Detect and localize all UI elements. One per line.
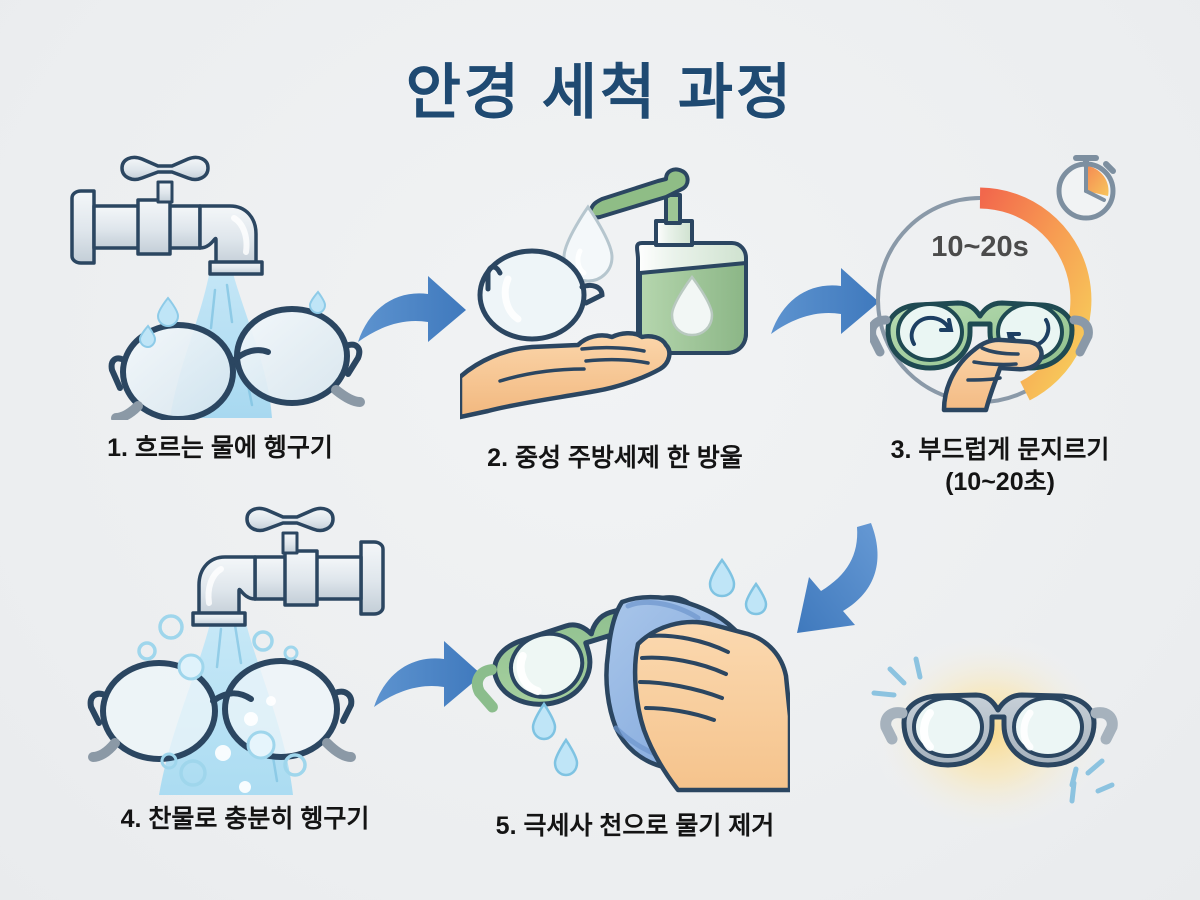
- faucet-stem: [156, 180, 174, 204]
- step-2-label-line1: 2. 중성 주방세제 한 방울: [487, 444, 743, 472]
- stopwatch-badge: [1056, 155, 1116, 221]
- hand-finger-lines: [498, 345, 650, 383]
- step-4-label: 4. 찬물로 충분히 헹구기: [50, 803, 440, 835]
- open-palm-hand: [460, 331, 672, 420]
- step-5: 5. 극세사 천으로 물기 제거: [470, 540, 790, 840]
- single-lens: [477, 248, 605, 342]
- arrow-step1-to-step2: [358, 276, 466, 342]
- faucet-wall-mount: [359, 540, 385, 616]
- step-4-label-line1: 4. 찬물로 충분히 헹구기: [120, 805, 370, 833]
- step-5-label-line1: 5. 극세사 천으로 물기 제거: [495, 812, 775, 840]
- step-1-label: 1. 흐르는 물에 헹구기: [25, 432, 415, 464]
- faucet-handle: [245, 506, 335, 533]
- step-4: 4. 찬물로 충분히 헹구기: [85, 505, 395, 833]
- soap-pump-stem: [664, 193, 682, 225]
- page-title: 안경 세척 과정: [405, 59, 795, 126]
- cloth-fold-line: [625, 599, 701, 621]
- faucet-nozzle: [191, 611, 247, 627]
- rubbing-hand-fingers: [966, 346, 1020, 382]
- soap-bottle-label-drop: [670, 274, 714, 337]
- arrow-shape: [797, 523, 878, 633]
- clean-glasses: [880, 692, 1118, 768]
- faucet-icon: [70, 155, 365, 420]
- wiping-hand: [632, 619, 790, 793]
- faucet-wall-mount: [70, 189, 96, 265]
- step-1: 1. 흐르는 물에 헹구기: [60, 150, 380, 462]
- faucet-highlight: [231, 215, 250, 255]
- sparkle-lines: [871, 656, 1115, 804]
- water-droplets: [138, 290, 327, 349]
- faucet-handle: [120, 155, 210, 182]
- arrow-shape: [771, 268, 879, 334]
- faucet-highlight: [205, 566, 224, 606]
- soap-pump-nozzle: [588, 167, 690, 220]
- step-3-label-line1: 3. 부드럽게 문지르기: [890, 436, 1110, 464]
- soap-bottle-icon: [460, 167, 748, 420]
- faucet-icon: [87, 506, 385, 795]
- arrow-shape: [374, 641, 482, 707]
- faucet-nozzle: [208, 260, 264, 276]
- water-bubbles: [137, 614, 307, 793]
- faucet-collar: [136, 198, 172, 256]
- step-3: 10~20s: [870, 148, 1130, 496]
- timer-duration-text: 10~20s: [931, 231, 1029, 263]
- microfiber-cloth-icon: [471, 557, 790, 793]
- rubbing-hand: [941, 337, 1044, 413]
- faucet-stem: [281, 531, 299, 555]
- step-3-label-line2: (10~20초): [945, 468, 1055, 496]
- arrow-step3-to-step4: [797, 523, 878, 633]
- glasses-being-rinsed: [108, 306, 365, 420]
- step-5-label: 5. 극세사 천으로 물기 제거: [435, 810, 835, 842]
- progress-ring-arc: [979, 187, 1092, 401]
- arrow-step4-to-step5: [374, 641, 482, 707]
- faucet-assembly: [191, 506, 385, 627]
- faucet-collar: [283, 549, 319, 607]
- water-droplets: [531, 557, 768, 777]
- step-2-label: 2. 중성 주방세제 한 방울: [420, 442, 810, 474]
- result-clean-glasses: [860, 625, 1120, 845]
- step-2: 2. 중성 주방세제 한 방울: [460, 155, 770, 472]
- arrow-step2-to-step3: [771, 268, 879, 334]
- stopwatch-icon: 10~20s: [870, 155, 1116, 413]
- arrow-shape: [358, 276, 466, 342]
- step-3-label: 3. 부드럽게 문지르기 (10~20초): [835, 434, 1165, 498]
- wiping-hand-fingers: [638, 633, 730, 722]
- stopwatch-wedge: [1086, 166, 1109, 196]
- stopwatch-button: [1103, 161, 1116, 174]
- sparkle-glasses-icon: [870, 633, 1118, 833]
- step-1-label-line1: 1. 흐르는 물에 헹구기: [107, 434, 333, 462]
